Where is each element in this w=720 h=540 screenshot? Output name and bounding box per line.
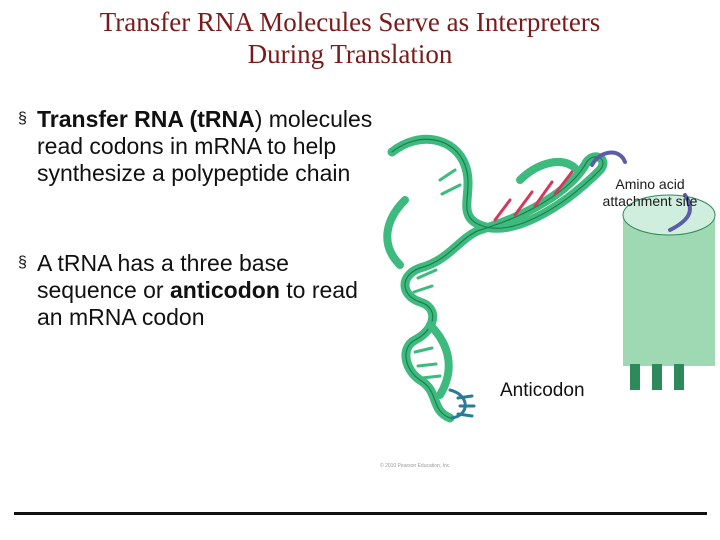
anticodon-loop xyxy=(450,390,474,418)
title-line-2: During Translation xyxy=(0,38,700,70)
trna-symbol xyxy=(623,195,715,390)
trna-illustration xyxy=(360,120,720,480)
bullet-text: Transfer RNA (tRNA) molecules read codon… xyxy=(18,106,378,187)
bullet-anticodon: § A tRNA has a three base sequence or an… xyxy=(18,250,378,331)
amino-label-line-2: attachment site xyxy=(580,193,720,210)
amino-acid-attachment-label: Amino acid attachment site xyxy=(580,176,720,210)
bullet-text: A tRNA has a three base sequence or anti… xyxy=(18,250,378,331)
bullet-term-t: t xyxy=(197,106,205,132)
bullet-trna-role: § Transfer RNA (tRNA) molecules read cod… xyxy=(18,106,378,187)
bullet-term: Transfer RNA ( xyxy=(37,106,197,132)
amino-label-line-1: Amino acid xyxy=(580,176,720,193)
bullet-marker: § xyxy=(18,112,28,122)
bullet-marker: § xyxy=(18,256,28,266)
anticodon-label: Anticodon xyxy=(500,380,585,402)
bullet-text-rna: RNA xyxy=(213,133,260,159)
bullet-term-anticodon: anticodon xyxy=(170,277,280,303)
bullet-term-rna: RNA xyxy=(205,106,255,132)
slide-title: Transfer RNA Molecules Serve as Interpre… xyxy=(0,6,700,70)
copyright-credit: © 2010 Pearson Education, Inc. xyxy=(380,463,451,469)
title-line-1: Transfer RNA Molecules Serve as Interpre… xyxy=(0,6,700,38)
footer-divider xyxy=(14,512,707,515)
